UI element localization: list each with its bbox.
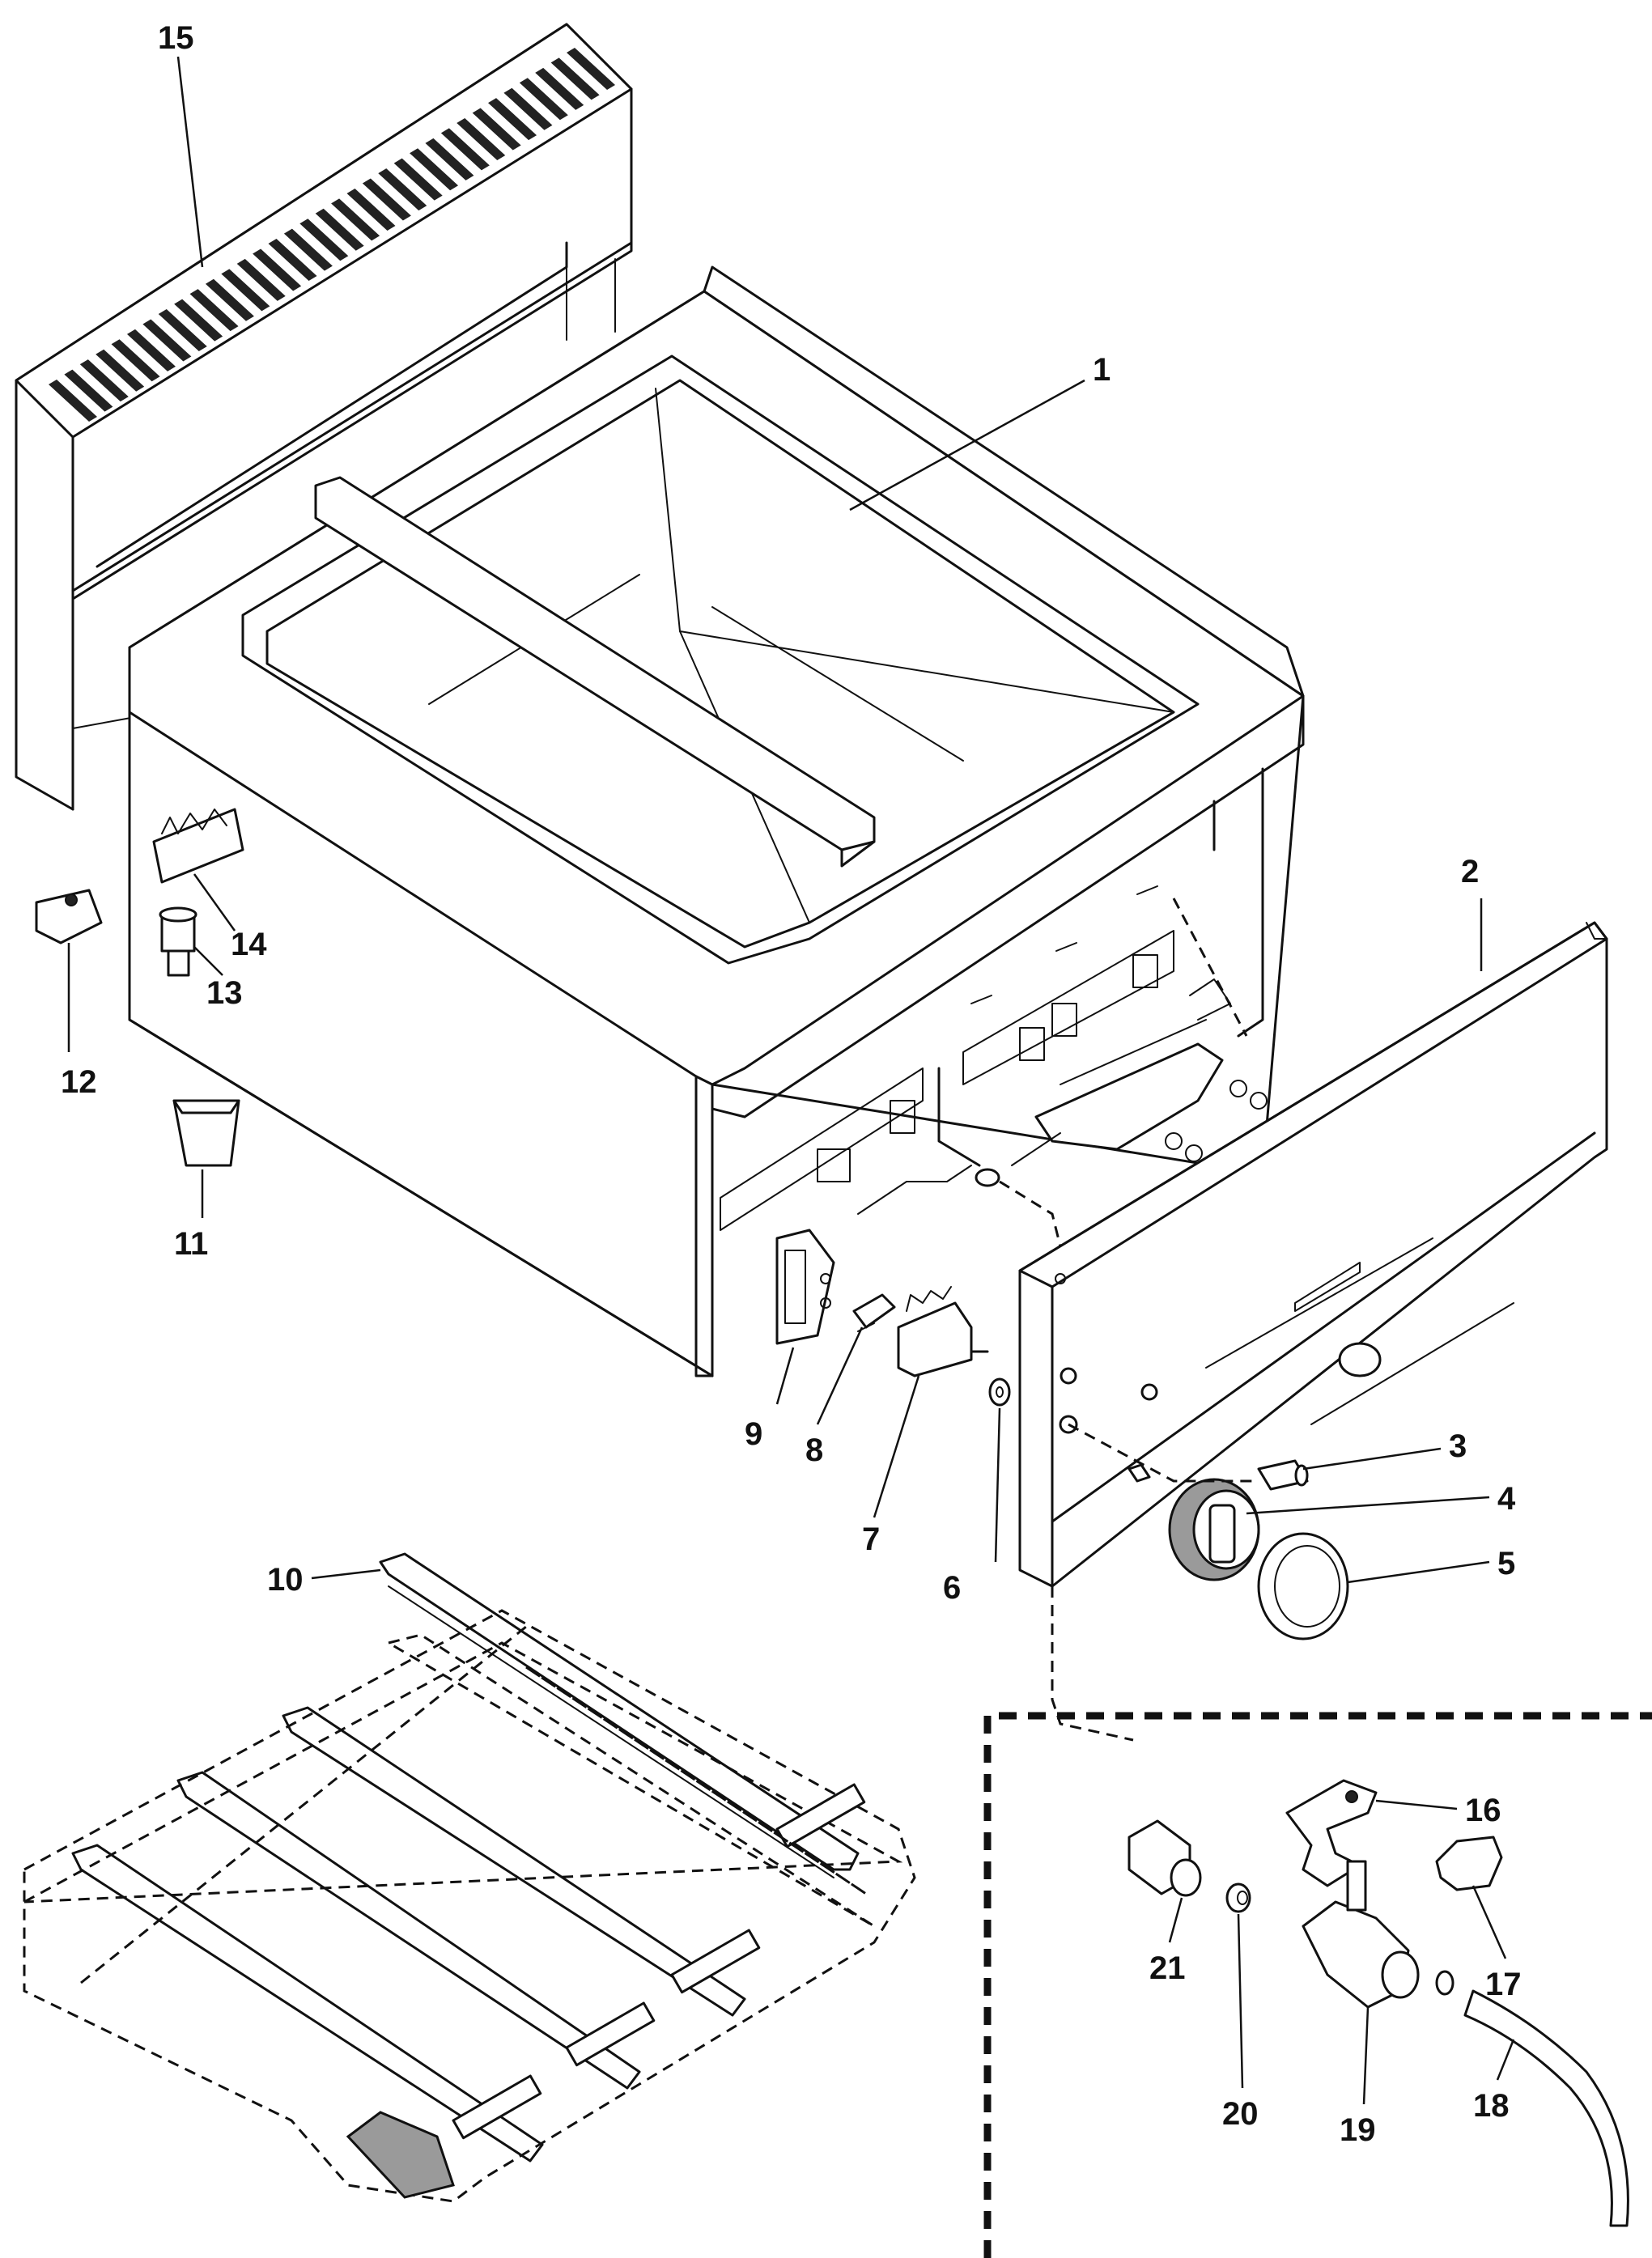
part-13-cable-gland <box>159 906 197 977</box>
vent-slot <box>79 359 129 402</box>
vent-slot <box>205 278 254 321</box>
part-12-terminal <box>35 889 103 944</box>
part-2-control-panel <box>1018 921 1608 1588</box>
gas-connection-box <box>983 1712 1652 2258</box>
part-5-ring <box>1257 1532 1349 1640</box>
part-16-bracket <box>1285 1779 1378 1887</box>
vent-slot <box>283 228 333 271</box>
vent-slot <box>457 117 506 160</box>
vent-slot <box>393 158 443 201</box>
vent-slot <box>253 248 302 291</box>
leader-lines <box>67 56 1515 2105</box>
vent-slot <box>550 57 600 100</box>
callout-2: 2 <box>1461 854 1479 889</box>
part-20-nut <box>1225 1882 1251 1913</box>
part-14-terminal-block <box>152 808 244 884</box>
part-11-foot-cup <box>172 1099 240 1167</box>
vent-slot <box>440 128 490 171</box>
part-21-union <box>1128 1819 1202 1897</box>
vent-slot <box>315 208 364 251</box>
vent-slot <box>268 239 317 282</box>
callout-15: 15 <box>158 20 194 56</box>
vent-slot <box>346 188 396 231</box>
callout-7: 7 <box>862 1522 880 1557</box>
callout-10: 10 <box>267 1562 304 1598</box>
part-18-hose <box>1435 1970 1629 2227</box>
part-8-clip <box>852 1293 896 1332</box>
vent-slot <box>49 380 97 422</box>
part-4-knob <box>1168 1478 1260 1581</box>
callout-9: 9 <box>745 1416 762 1452</box>
vent-slot <box>519 78 568 121</box>
vent-slot <box>189 289 239 332</box>
callout-19: 19 <box>1340 2112 1376 2148</box>
vent-slot <box>142 319 192 362</box>
part-17-cap <box>1435 1836 1503 1891</box>
vent-slot <box>378 168 427 211</box>
vent-slot <box>331 198 380 241</box>
vent-slot <box>299 219 349 261</box>
vent-slot <box>567 48 615 90</box>
vent-slot <box>96 349 145 392</box>
callout-3: 3 <box>1449 1428 1467 1464</box>
vent-slots <box>49 48 615 422</box>
part-19-gas-valve <box>1302 1860 1420 2009</box>
part-9-thermostat <box>775 1229 835 1345</box>
vent-slot <box>362 178 411 221</box>
part-6-washer <box>988 1377 1011 1407</box>
callout-17: 17 <box>1485 1967 1522 2002</box>
vent-slot <box>158 309 207 352</box>
callout-13: 13 <box>206 975 243 1011</box>
vent-slot <box>111 339 160 382</box>
vent-slot <box>472 108 521 151</box>
vent-slot <box>410 148 459 191</box>
part-7-switch <box>897 1286 989 1377</box>
vent-slot <box>535 67 584 110</box>
vent-slot <box>503 87 553 130</box>
part-1-main-body <box>128 265 1305 1377</box>
vent-slot <box>236 258 286 301</box>
callout-5: 5 <box>1497 1546 1515 1581</box>
assembly-lines <box>999 898 1259 1742</box>
part-10-heating-elements <box>23 1552 916 2203</box>
part-3-spindle <box>1257 1459 1309 1491</box>
callout-8: 8 <box>805 1432 823 1468</box>
vent-slot <box>425 138 474 180</box>
callout-14: 14 <box>231 927 267 962</box>
vent-slot <box>174 299 223 342</box>
vent-slot <box>488 98 537 141</box>
callout-18: 18 <box>1473 2088 1510 2124</box>
callout-20: 20 <box>1222 2096 1259 2132</box>
part-15-flue-panel <box>15 23 633 811</box>
callout-12: 12 <box>61 1064 97 1100</box>
callout-16: 16 <box>1465 1793 1501 1828</box>
callout-11: 11 <box>174 1226 208 1262</box>
callout-21: 21 <box>1149 1950 1186 1986</box>
callout-6: 6 <box>943 1570 961 1606</box>
callout-labels: 1 2 3 4 5 6 7 8 9 10 11 12 13 14 15 16 1… <box>61 20 1522 2148</box>
callout-1: 1 <box>1093 352 1111 388</box>
vent-slot <box>221 269 270 312</box>
vent-slot <box>64 369 113 412</box>
callout-4: 4 <box>1497 1481 1516 1517</box>
vent-slot <box>126 329 176 371</box>
